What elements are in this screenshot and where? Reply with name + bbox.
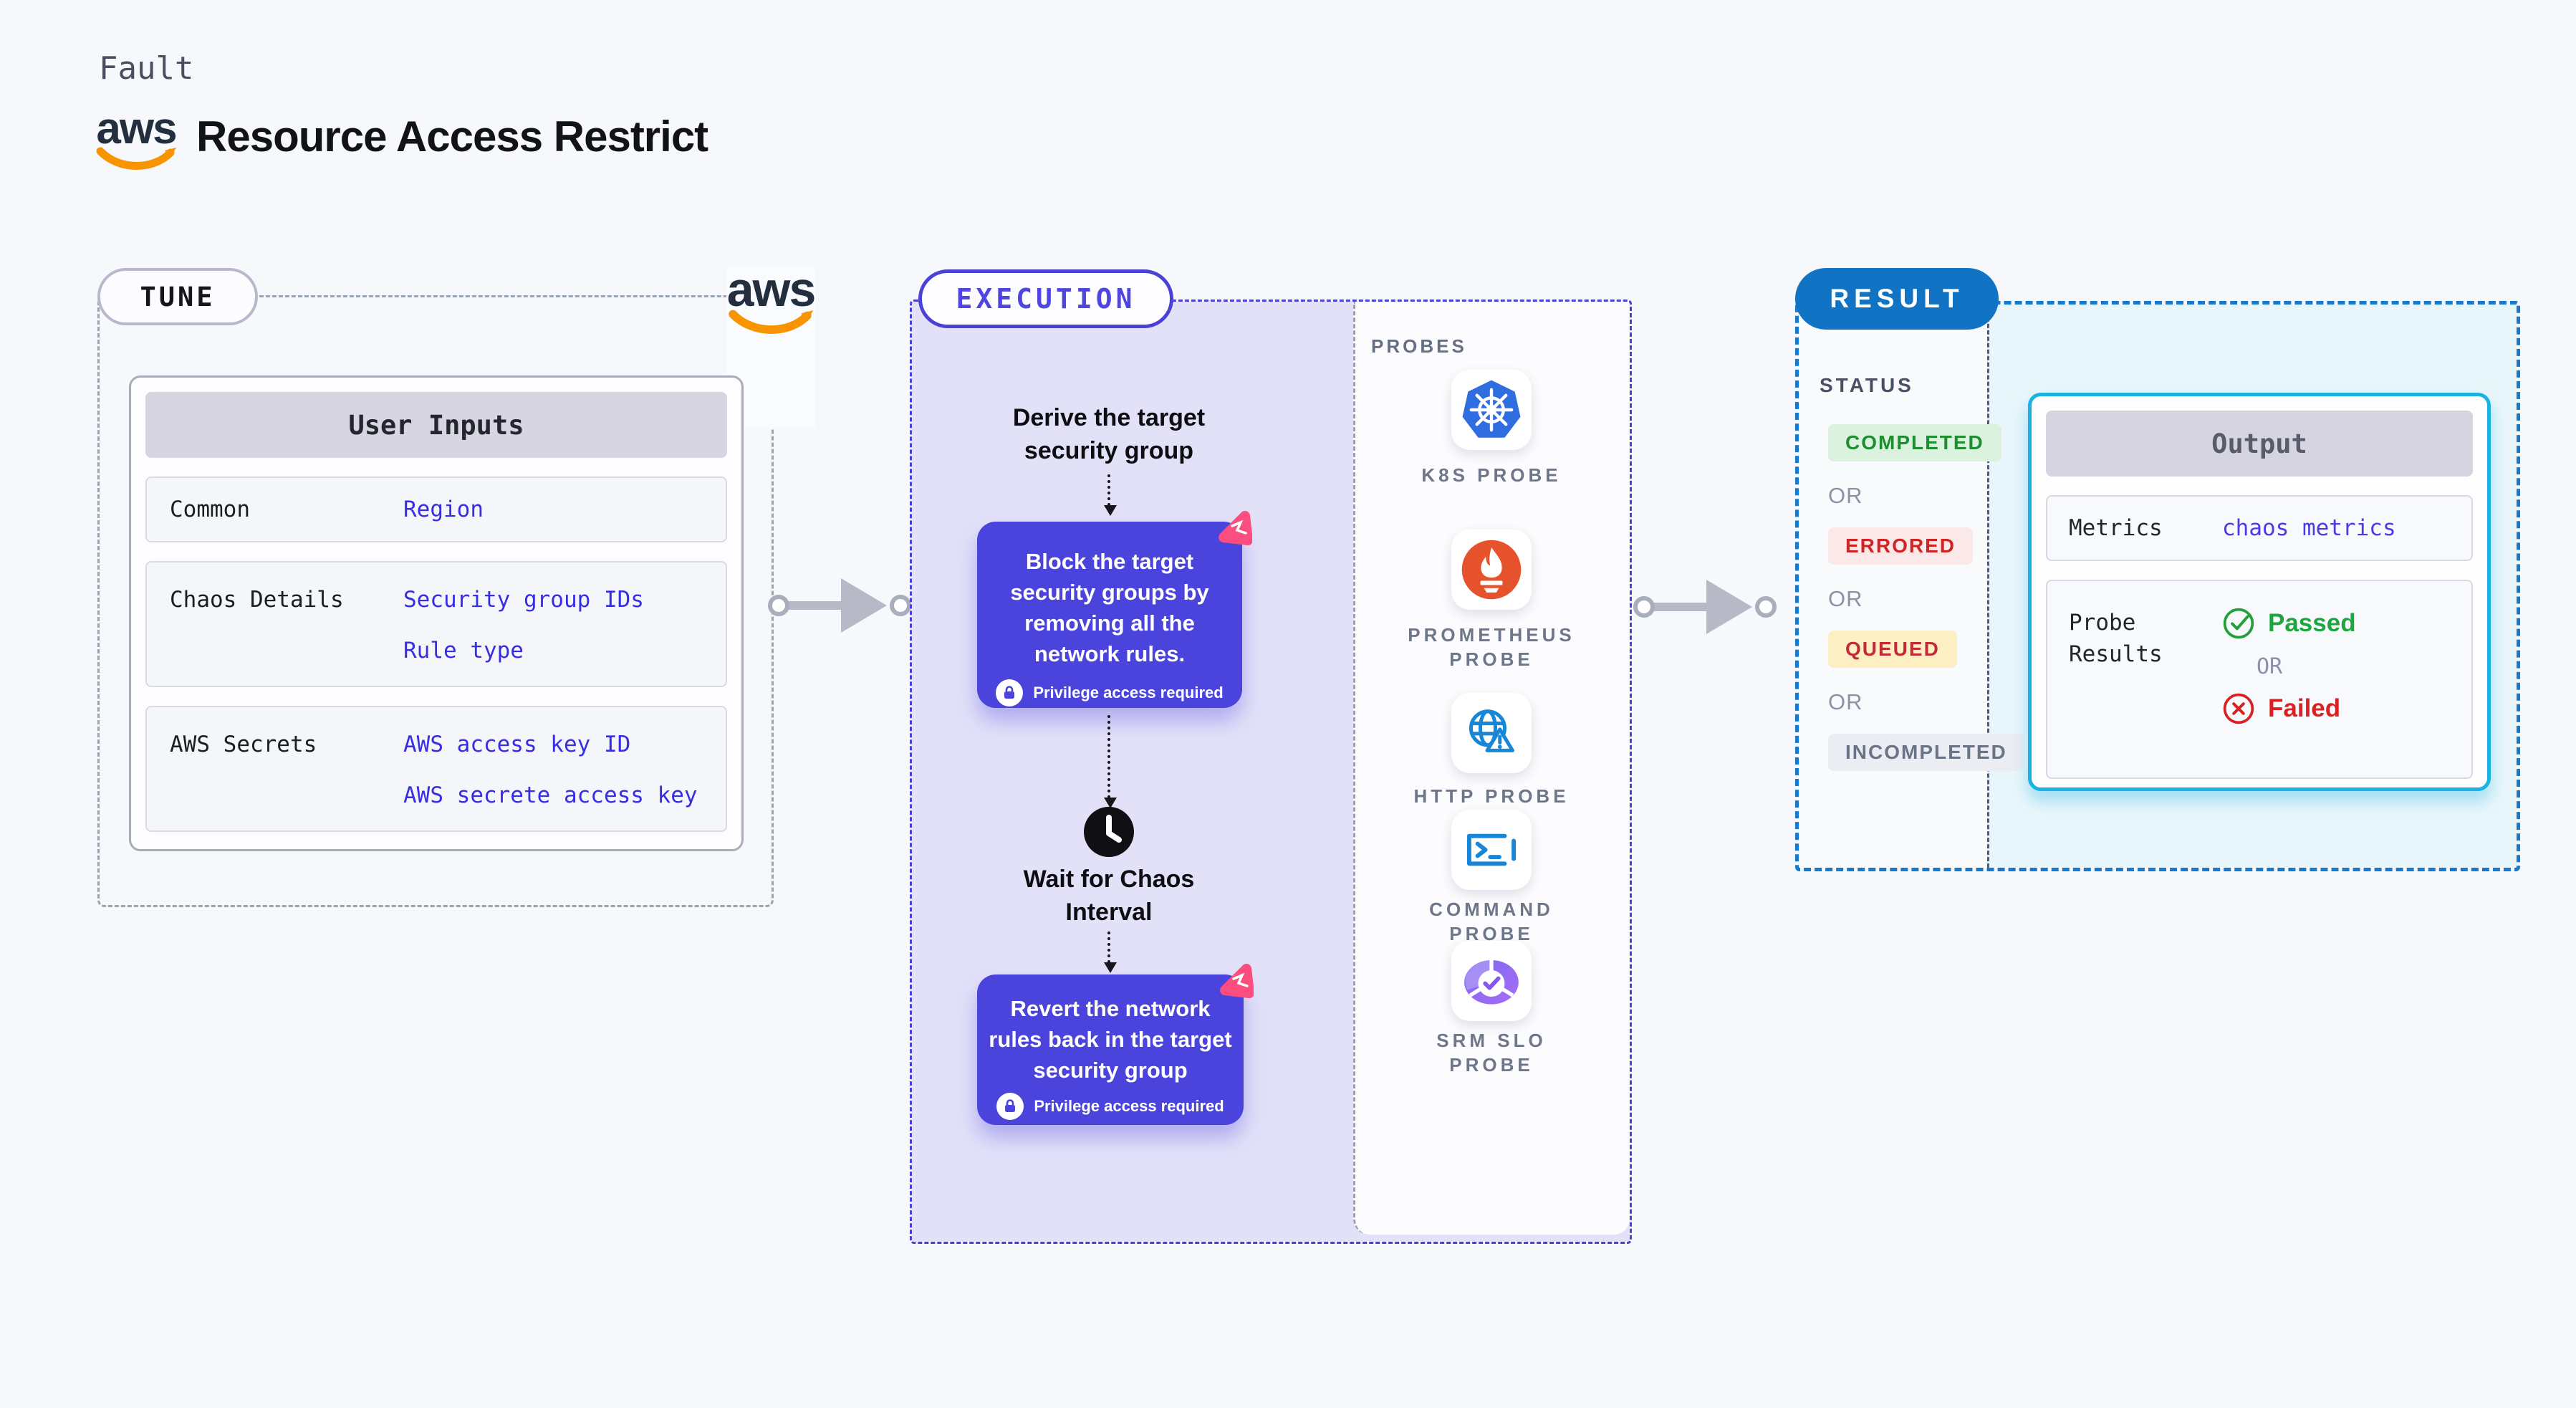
- probe-item: [1451, 941, 1532, 1021]
- page-title: Resource Access Restrict: [196, 112, 708, 161]
- probe-results-row: Probe Results Passed OR Failed: [2046, 580, 2473, 779]
- row-value: AWS access key ID: [403, 732, 631, 757]
- table-row: Common Region: [145, 476, 727, 542]
- probe-label: SRM SLO PROBE: [1436, 1030, 1547, 1076]
- fault-kicker: Fault: [99, 50, 194, 87]
- or-separator: OR: [2257, 654, 2283, 679]
- srm-slo-icon: [1464, 959, 1519, 1005]
- row-label: Common: [170, 497, 250, 522]
- revert-step-box: Revert the network rules back in the tar…: [977, 974, 1244, 1125]
- connector-dot: [768, 595, 789, 616]
- table-row: AWS Secrets AWS access key ID AWS secret…: [145, 706, 727, 832]
- user-inputs-header: User Inputs: [145, 392, 727, 458]
- status-badge-incompleted: INCOMPLETED: [1828, 734, 2024, 771]
- x-circle-icon: [2223, 693, 2254, 724]
- dotted-arrow-icon: [1104, 474, 1117, 516]
- probe-label: HTTP PROBE: [1413, 785, 1570, 807]
- check-circle-icon: [2223, 608, 2254, 639]
- result-section-border: [1795, 301, 2520, 871]
- privilege-note: Privilege access required: [1034, 1097, 1224, 1115]
- status-badge-errored: ERRORED: [1828, 527, 1974, 565]
- row-label: AWS Secrets: [170, 732, 317, 757]
- wait-step-text: Wait for Chaos Interval: [1023, 866, 1195, 926]
- or-separator: OR: [1828, 689, 1863, 714]
- lock-icon: [996, 679, 1024, 707]
- connector-dot: [1633, 596, 1655, 618]
- execution-pill: EXECUTION: [918, 269, 1173, 328]
- probe-label: K8S PROBE: [1421, 464, 1562, 486]
- derive-step-text: Derive the target security group: [1012, 404, 1206, 464]
- probe-item: [1451, 810, 1532, 890]
- aws-smile-icon: [96, 147, 176, 170]
- row-label: Chaos Details: [170, 587, 344, 613]
- arrow-right-icon: [1633, 578, 1777, 636]
- result-status-zone: [1799, 305, 1986, 868]
- http-globe-icon: [1469, 709, 1514, 752]
- clock-icon: [1084, 807, 1134, 857]
- terminal-icon: [1466, 833, 1517, 866]
- probe-item: [1451, 370, 1532, 450]
- result-pill: RESULT: [1795, 268, 1999, 330]
- aws-logo-text: aws: [726, 262, 817, 317]
- revert-step-text: Revert the network rules back in the tar…: [989, 996, 1232, 1083]
- connector-dot: [1755, 596, 1777, 618]
- user-inputs-table: User Inputs Common Region Chaos Details …: [129, 375, 744, 851]
- chaos-badge-icon: [1220, 964, 1254, 998]
- output-header: Output: [2046, 411, 2473, 476]
- aws-logo-text: aws: [96, 104, 177, 153]
- prometheus-icon: [1461, 540, 1522, 600]
- probe-results-label: Probe Results: [2069, 610, 2163, 667]
- aws-smile-icon: [729, 310, 814, 335]
- result-divider: [1987, 305, 1989, 868]
- or-separator: OR: [1828, 586, 1863, 611]
- aws-logo-icon: aws: [96, 104, 181, 171]
- row-value: AWS secrete access key: [403, 782, 698, 808]
- lock-icon: [996, 1093, 1024, 1120]
- kubernetes-icon: [1462, 380, 1521, 438]
- row-value: Security group IDs: [403, 587, 644, 613]
- arrow-right-icon: [768, 577, 911, 634]
- metrics-row: Metrics chaos metrics: [2046, 495, 2473, 561]
- output-card: Output Metrics chaos metrics Probe Resul…: [2028, 393, 2491, 791]
- dotted-arrow-icon: [1104, 715, 1117, 808]
- status-badge-queued: QUEUED: [1828, 631, 1957, 668]
- dotted-arrow-icon: [1104, 932, 1117, 973]
- table-row: Chaos Details Security group IDs Rule ty…: [145, 561, 727, 687]
- passed-label: Passed: [2268, 609, 2356, 637]
- failed-label: Failed: [2268, 694, 2341, 722]
- metrics-value: chaos metrics: [2222, 515, 2396, 541]
- probe-item: [1451, 693, 1532, 773]
- status-section-label: STATUS: [1820, 374, 1914, 396]
- probe-item: [1451, 530, 1532, 610]
- chaos-badge-icon: [1219, 511, 1252, 545]
- row-value: Rule type: [403, 638, 524, 664]
- execution-section-border: [910, 300, 1632, 1244]
- probe-label: PROMETHEUS PROBE: [1408, 624, 1575, 670]
- connector-dot: [890, 595, 911, 616]
- block-step-box: Block the target security groups by remo…: [977, 522, 1242, 708]
- status-badge-completed: COMPLETED: [1828, 424, 2001, 461]
- metrics-label: Metrics: [2069, 515, 2163, 541]
- tune-pill: TUNE: [97, 268, 258, 325]
- block-step-text: Block the target security groups by remo…: [1010, 549, 1209, 666]
- probes-section-label: PROBES: [1371, 335, 1467, 357]
- or-separator: OR: [1828, 483, 1863, 508]
- privilege-note: Privilege access required: [1033, 684, 1224, 701]
- probe-label: COMMAND PROBE: [1429, 899, 1554, 944]
- row-value: Region: [403, 497, 484, 522]
